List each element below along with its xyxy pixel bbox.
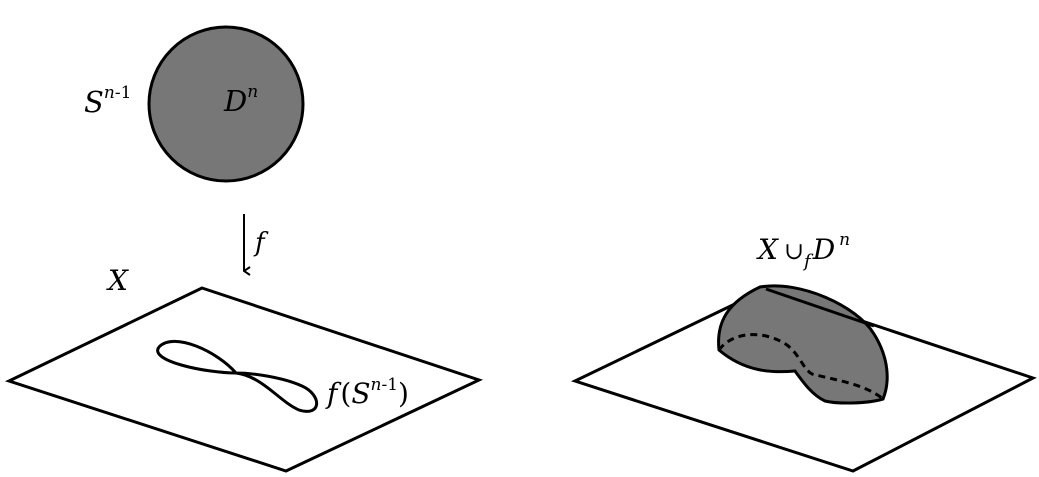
hidden-attaching-curve [717,333,884,401]
space-label: X [106,264,129,297]
figure-eight-curve [156,340,319,413]
plane-x [4,286,484,473]
disk-dn [147,25,305,183]
map-label: f [253,228,269,258]
disk-label: Dn [223,82,258,118]
plane-edge-over-cap [765,287,875,328]
sphere-label: Sn-1 [84,83,131,119]
